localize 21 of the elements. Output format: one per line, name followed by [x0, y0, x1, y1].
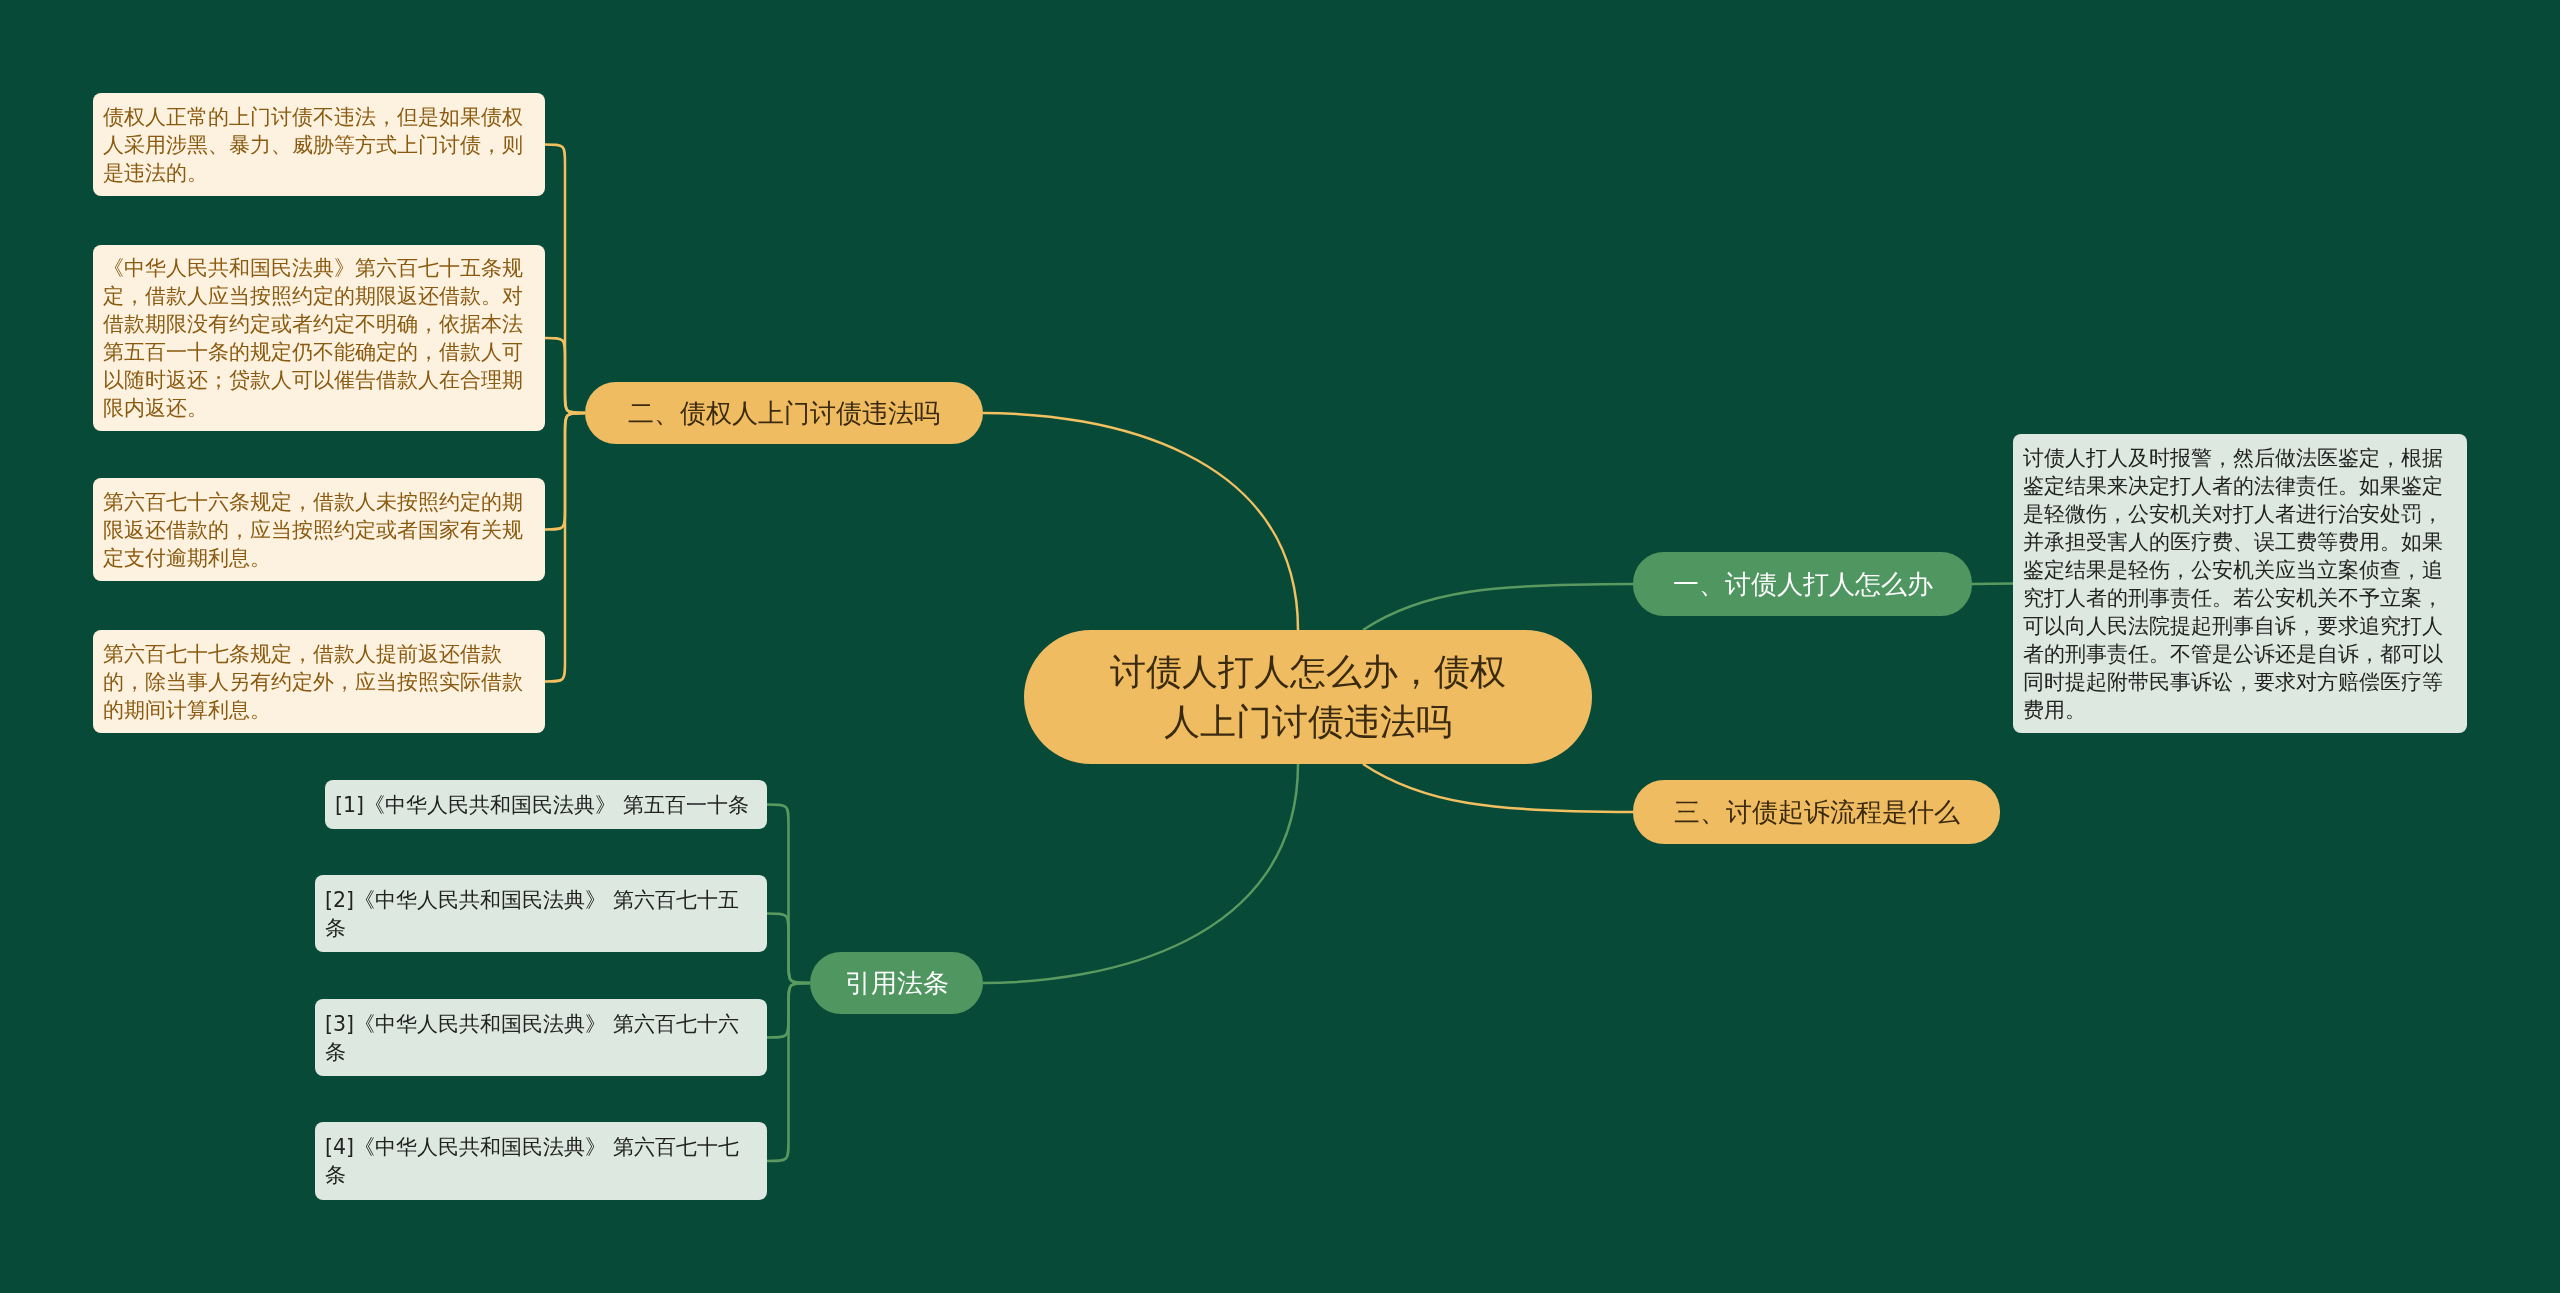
note-box: [4]《中华人民共和国民法典》 第六百七十七条: [315, 1122, 767, 1200]
connector-line: [1362, 582, 1633, 632]
note-box: 第六百七十七条规定，借款人提前返还借款的，除当事人另有约定外，应当按照实际借款的期间计算利息。: [93, 630, 545, 733]
note-box: 债权人正常的上门讨债不违法，但是如果债权人采用涉黑、暴力、威胁等方式上门讨债，则是违法的。: [93, 93, 545, 196]
note-box: 第六百七十六条规定，借款人未按照约定的期限返还借款的，应当按照约定或者国家有关规定支付逾期利息。: [93, 478, 545, 581]
root-topic: 讨债人打人怎么办，债权人上门讨债违法吗: [1024, 630, 1592, 764]
note-box: [1]《中华人民共和国民法典》 第五百一十条: [325, 780, 767, 829]
topic-pill: 一、讨债人打人怎么办: [1633, 552, 1972, 616]
note-box: 《中华人民共和国民法典》第六百七十五条规定，借款人应当按照约定的期限返还借款。对借款期限没有约定或者约定不明确，依据本法第五百一十条的规定仍不能确定的，借款人可以随时返还；贷款人可以催告借款人在合理期限内返还。: [93, 245, 545, 431]
connector-line: [982, 763, 1300, 985]
connector-line: [545, 411, 585, 683]
connector-line: [982, 411, 1300, 631]
topic-pill: 三、讨债起诉流程是什么: [1633, 780, 2000, 844]
connector-line: [767, 981, 810, 1163]
topic-pill: 二、债权人上门讨债违法吗: [585, 382, 983, 444]
note-box: [3]《中华人民共和国民法典》 第六百七十六条: [315, 999, 767, 1076]
connector-line: [1362, 762, 1633, 814]
topic-pill: 引用法条: [810, 952, 983, 1014]
note-box: [2]《中华人民共和国民法典》 第六百七十五条: [315, 875, 767, 952]
connector-line: [1972, 582, 2013, 586]
note-box: 讨债人打人及时报警，然后做法医鉴定，根据鉴定结果来决定打人者的法律责任。如果鉴定是轻微伤，公安机关对打人者进行治安处罚，并承担受害人的医疗费、误工费等费用。如果鉴定结果是轻伤，公安机关应当立案侦查，追究打人者的刑事责任。若公安机关不予立案，可以向人民法院提起刑事自诉，要求追究打人者的刑事责任。不管是公诉还是自诉，都可以同时提起附带民事诉讼，要求对方赔偿医疗等费用。: [2013, 434, 2467, 733]
